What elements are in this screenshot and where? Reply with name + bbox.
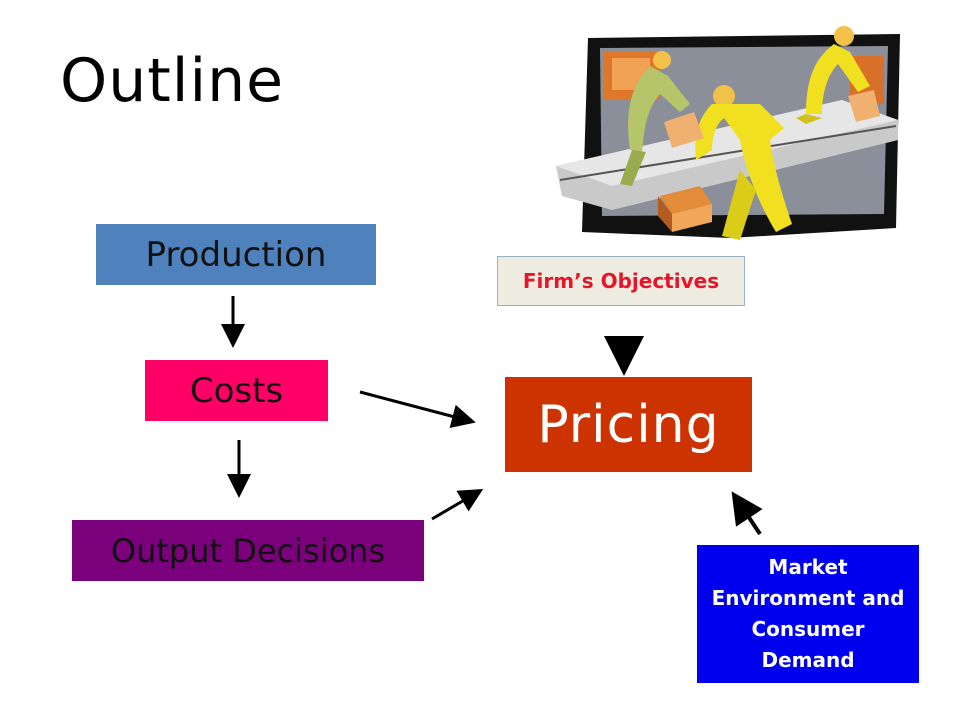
arrow-output-to-pricing — [431, 488, 484, 521]
arrow-market-to-pricing — [731, 491, 763, 536]
costs-box: Costs — [145, 360, 328, 421]
firms-objectives-box: Firm’s Objectives — [497, 256, 745, 306]
pricing-box: Pricing — [505, 377, 752, 472]
arrow-costs-to-pricing — [359, 390, 476, 429]
slide-title: Outline — [60, 46, 285, 116]
production-box: Production — [96, 224, 376, 285]
market-environment-box: Market Environment and Consumer Demand — [697, 545, 919, 683]
output-decisions-box: Output Decisions — [72, 520, 424, 581]
